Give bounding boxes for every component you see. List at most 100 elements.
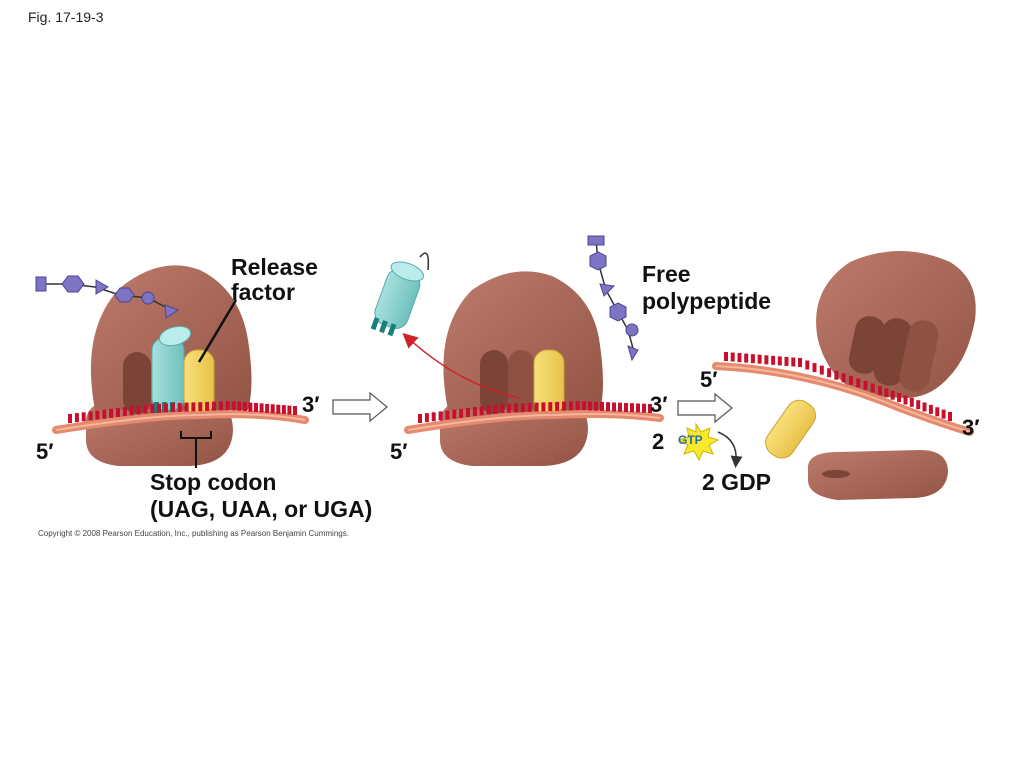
step-arrow-1 xyxy=(332,391,388,423)
codon-tooth xyxy=(486,405,491,415)
codon-tooth xyxy=(941,409,946,419)
codon-tooth xyxy=(764,355,769,365)
codon-tooth xyxy=(737,353,742,363)
codon-tooth xyxy=(575,401,580,411)
codon-tooth xyxy=(863,380,868,390)
step-arrow-2 xyxy=(677,392,733,424)
codon-tooth xyxy=(157,403,162,413)
codon-tooth xyxy=(184,402,189,412)
codon-tooth xyxy=(922,402,927,412)
five-prime-end-3: 5′ xyxy=(700,367,718,392)
three-prime-end-3: 3′ xyxy=(962,415,980,440)
codon-tooth xyxy=(588,401,592,411)
stop-codon-label-line1: Stop codon xyxy=(150,469,277,495)
codon-tooth xyxy=(418,414,422,423)
codon-tooth xyxy=(819,365,824,375)
mrna-panel-3 xyxy=(712,352,974,436)
p-site xyxy=(123,352,151,414)
codon-tooth xyxy=(771,355,776,365)
stop-codon-label-line2: (UAG, UAA, or UGA) xyxy=(150,496,373,522)
codon-tooth xyxy=(259,403,264,413)
codon-tooth xyxy=(170,403,175,413)
codon-tooth xyxy=(198,402,203,412)
codon-tooth xyxy=(445,410,450,420)
mrna-panel-2 xyxy=(404,401,664,434)
gtp-count: 2 xyxy=(652,429,665,454)
codon-tooth xyxy=(750,354,755,364)
codon-tooth xyxy=(642,403,646,413)
codon-tooth xyxy=(452,409,457,419)
codon-tooth xyxy=(548,402,553,412)
codon-tooth xyxy=(903,395,908,405)
codon-tooth xyxy=(897,393,902,403)
codon-tooth xyxy=(948,412,952,421)
codon-tooth xyxy=(798,358,802,367)
codon-tooth xyxy=(109,408,114,418)
codon-tooth xyxy=(122,407,127,417)
codon-tooth xyxy=(884,388,889,398)
codon-tooth xyxy=(594,401,598,411)
released-trna xyxy=(370,261,425,337)
release-factor-label-line2: factor xyxy=(231,279,295,305)
codon-tooth xyxy=(624,403,628,412)
codon-tooth xyxy=(890,390,895,400)
free-polypeptide-label-line2: polypeptide xyxy=(642,288,772,314)
codon-tooth xyxy=(248,402,253,412)
free-release-factor xyxy=(765,399,817,459)
codon-tooth xyxy=(562,401,566,411)
free-polypeptide-label-line1: Free xyxy=(642,261,691,287)
codon-tooth xyxy=(555,401,560,411)
codon-tooth xyxy=(630,403,634,413)
codon-tooth xyxy=(777,356,782,366)
codon-tooth xyxy=(276,404,281,414)
codon-tooth xyxy=(177,402,182,412)
codon-tooth xyxy=(805,360,810,370)
three-prime-end-1: 3′ xyxy=(302,392,320,417)
codon-tooth xyxy=(730,352,735,362)
codon-tooth xyxy=(791,357,796,367)
codon-tooth xyxy=(225,401,230,411)
gdp-label: 2 GDP xyxy=(702,469,772,495)
five-prime-end-1: 5′ xyxy=(36,439,54,464)
five-prime-end-2: 5′ xyxy=(390,439,408,464)
codon-tooth xyxy=(648,404,652,413)
codon-tooth xyxy=(784,356,789,366)
codon-tooth xyxy=(582,401,586,411)
codon-tooth xyxy=(827,368,832,378)
codon-tooth xyxy=(136,405,141,415)
copyright-notice: Copyright © 2008 Pearson Education, Inc.… xyxy=(38,529,349,538)
codon-tooth xyxy=(438,411,443,421)
codon-tooth xyxy=(500,403,505,413)
release-arrow xyxy=(402,332,521,399)
three-prime-end-2: 3′ xyxy=(650,392,668,417)
codon-tooth xyxy=(68,414,72,423)
trna xyxy=(151,325,192,414)
codon-tooth xyxy=(870,383,875,393)
polypeptide-attached xyxy=(35,275,180,319)
codon-tooth xyxy=(231,401,236,411)
codon-tooth xyxy=(612,402,616,412)
panel-3-dissociation xyxy=(765,251,976,500)
mrna-panel-1 xyxy=(52,401,309,434)
codon-tooth xyxy=(636,403,640,413)
codon-tooth xyxy=(472,407,477,417)
codon-tooth xyxy=(254,403,258,412)
codon-tooth xyxy=(205,401,210,411)
codon-tooth xyxy=(431,412,436,422)
codon-tooth xyxy=(928,404,933,414)
codon-tooth xyxy=(909,397,914,407)
codon-tooth xyxy=(848,375,853,385)
codon-tooth xyxy=(237,401,242,411)
codon-tooth xyxy=(218,401,223,411)
codon-tooth xyxy=(878,386,882,395)
free-polypeptide xyxy=(587,235,639,362)
codon-tooth xyxy=(834,370,839,380)
codon-tooth xyxy=(74,413,79,423)
codon-tooth xyxy=(600,401,604,411)
small-subunit-3 xyxy=(807,450,948,500)
codon-tooth xyxy=(527,402,532,412)
codon-tooth xyxy=(242,402,247,412)
codon-tooth xyxy=(466,408,470,417)
codon-tooth xyxy=(856,378,861,388)
